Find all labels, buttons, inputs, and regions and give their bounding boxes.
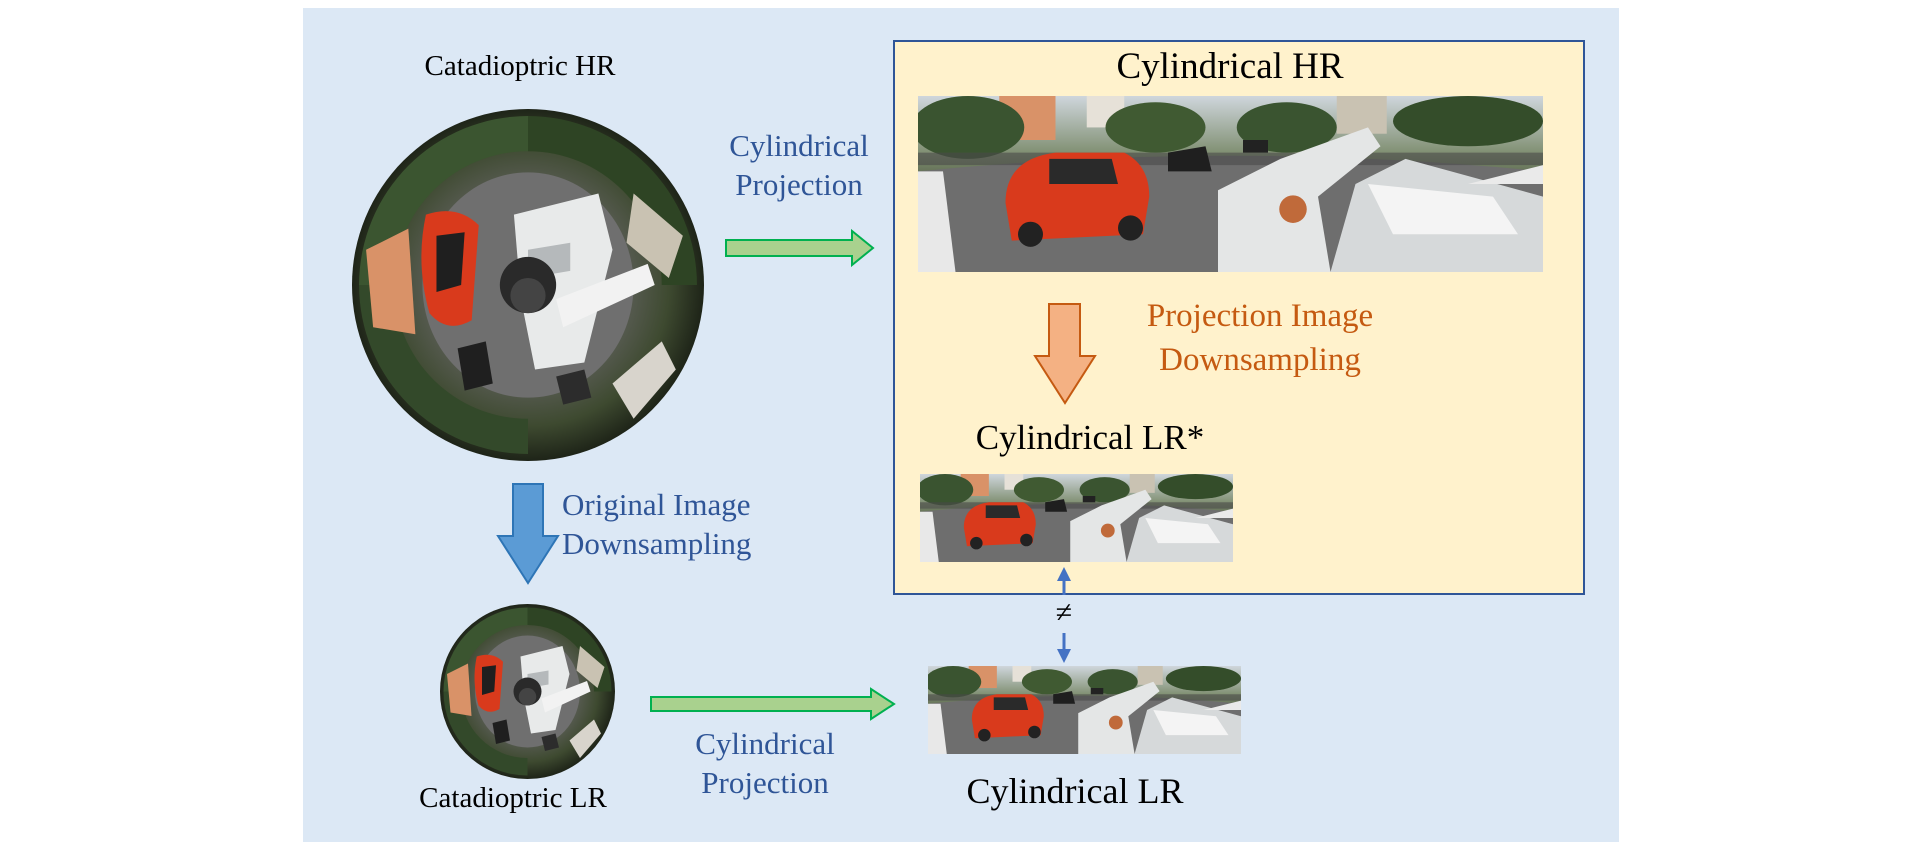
projection-bottom-label-line2: Projection [701,765,829,800]
catadioptric-lr-label: Catadioptric LR [419,782,607,814]
catadioptric-lr-image [440,604,615,779]
not-equal-symbol: ≠ [1055,596,1073,629]
proj-down-label-line2: Downsampling [1159,342,1361,378]
proj-down-label-line1: Projection Image [1146,298,1374,334]
blue-down-arrow [496,483,560,585]
cylindrical-hr-image [918,96,1543,272]
orig-down-label-line2: Downsampling [562,526,752,561]
orig-down-label-line1: Original Image [562,487,751,522]
not-equal-arrow [1057,567,1071,663]
catadioptric-hr-label: Catadioptric HR [424,50,616,82]
cylindrical-lr-star-label: Cylindrical LR* [975,418,1205,457]
projection-top-label-line2: Projection [735,167,863,202]
catadioptric-hr-image [352,109,704,461]
cylindrical-lr-image [928,666,1241,754]
projection-top-label-line1: Cylindrical [729,128,869,163]
cylindrical-hr-label: Cylindrical HR [1116,46,1344,87]
cylindrical-lr-star-image [920,474,1233,562]
green-arrow-bottom [650,687,896,721]
projection-bottom-label-line1: Cylindrical [695,726,835,761]
cylindrical-lr-label: Cylindrical LR [966,771,1184,811]
green-arrow-top [725,228,875,268]
orange-down-arrow [1033,303,1097,405]
